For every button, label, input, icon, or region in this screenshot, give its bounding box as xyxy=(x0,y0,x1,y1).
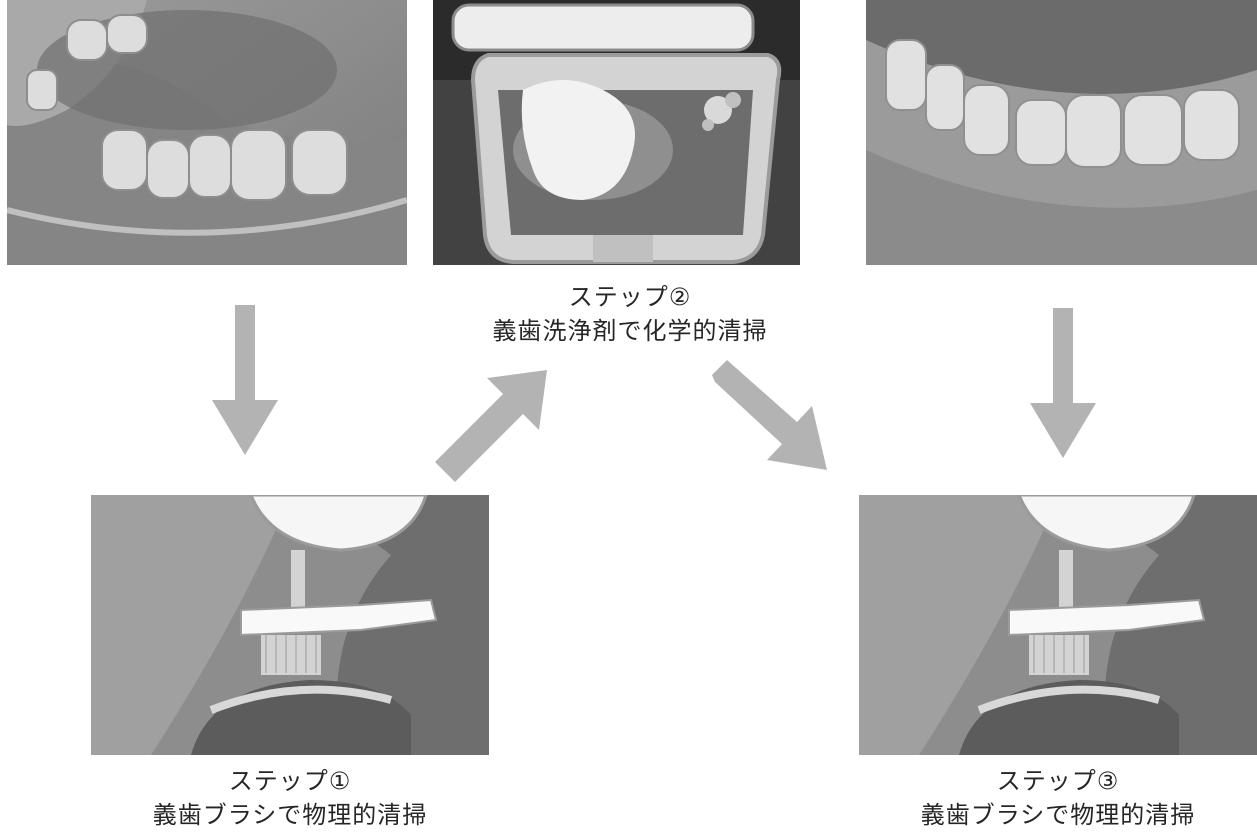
caption-step-2: ステップ② 義歯洗浄剤で化学的清掃 xyxy=(440,280,820,348)
step-2-label: ステップ② xyxy=(440,280,820,314)
caption-step-3: ステップ③ 義歯ブラシで物理的清掃 xyxy=(863,764,1253,832)
caption-step-1: ステップ① 義歯ブラシで物理的清掃 xyxy=(95,764,485,832)
step-3-label: ステップ③ xyxy=(863,764,1253,798)
arrow-down-icon xyxy=(1028,308,1098,458)
photo-brushing-step1 xyxy=(91,495,489,755)
photo-denture-soaking xyxy=(433,0,800,265)
arrow-up-right-icon xyxy=(435,365,555,485)
step-2-description: 義歯洗浄剤で化学的清掃 xyxy=(440,314,820,348)
step-1-label: ステップ① xyxy=(95,764,485,798)
arrow-down-right-icon xyxy=(712,360,832,475)
step-1-description: 義歯ブラシで物理的清掃 xyxy=(95,798,485,832)
photo-denture-before xyxy=(7,0,407,265)
photo-brushing-step3 xyxy=(859,495,1257,755)
arrow-down-icon xyxy=(210,305,280,455)
photo-denture-after xyxy=(866,0,1257,265)
step-3-description: 義歯ブラシで物理的清掃 xyxy=(863,798,1253,832)
